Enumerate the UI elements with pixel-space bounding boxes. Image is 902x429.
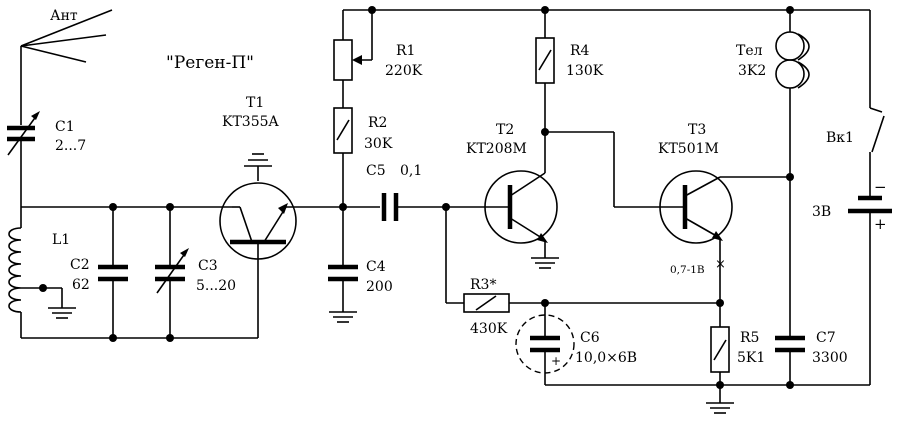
- antenna-label: Ант: [50, 8, 78, 24]
- t3-ref: T3: [688, 122, 706, 138]
- r3-value: 430K: [470, 321, 508, 337]
- c4-value: 200: [366, 279, 393, 295]
- capacitor-c3: [155, 207, 189, 338]
- c5-ref: C5: [366, 163, 386, 179]
- r1-value: 220K: [385, 63, 423, 79]
- r5-value: 5K1: [737, 350, 765, 366]
- c6-value: 10,0×6B: [575, 350, 637, 366]
- resistor-r5: [706, 326, 734, 414]
- r1-ref: R1: [396, 43, 415, 59]
- headphone-tel: [775, 10, 810, 177]
- capacitor-c4: [328, 207, 358, 323]
- switch-vk1: [869, 107, 885, 196]
- antenna: [20, 9, 113, 125]
- t2-value: KT208M: [466, 141, 527, 157]
- circuit-title: "Реген-П": [166, 53, 254, 73]
- break-mark: ×: [715, 257, 726, 272]
- r5-ref: R5: [740, 330, 759, 346]
- c3-value: 5...20: [196, 278, 236, 294]
- r3-ref: R3*: [470, 277, 496, 293]
- l1-ref: L1: [52, 232, 70, 248]
- battery-plus: +: [874, 215, 887, 233]
- capacitor-c6: +: [515, 303, 575, 385]
- t3-emitter-annotation: 0,7-1B: [670, 264, 705, 276]
- c4-ref: C4: [366, 259, 386, 275]
- transistor-t1: [219, 153, 297, 338]
- capacitor-c1: [7, 111, 40, 207]
- c3-ref: C3: [198, 258, 218, 274]
- capacitor-c5: [381, 193, 488, 221]
- r4-ref: R4: [570, 43, 590, 59]
- c1-ref: C1: [55, 119, 75, 135]
- resistor-r3: [445, 207, 720, 313]
- resistor-r4: [535, 10, 555, 132]
- battery-minus: −: [874, 178, 887, 196]
- c6-plus-sign: +: [551, 354, 561, 368]
- c2-ref: C2: [70, 257, 90, 273]
- t1-ref: T1: [246, 95, 264, 111]
- transistor-t3: [659, 170, 790, 327]
- c6-ref: C6: [580, 330, 600, 346]
- tel-ref: Тел: [736, 43, 763, 59]
- capacitor-c2: [98, 207, 128, 338]
- battery: [848, 195, 892, 385]
- r2-ref: R2: [368, 115, 387, 131]
- switch-ref: Вк1: [826, 130, 854, 146]
- resistor-r2: [333, 107, 353, 207]
- tel-value: 3K2: [738, 63, 766, 79]
- resistor-r1: [333, 10, 373, 108]
- c7-value: 3300: [812, 350, 848, 366]
- t3-value: KT501M: [658, 141, 719, 157]
- c1-value: 2...7: [55, 138, 86, 154]
- r4-value: 130K: [566, 63, 604, 79]
- c5-value: 0,1: [400, 163, 422, 179]
- inductor-l1: [8, 207, 76, 338]
- battery-value: 3B: [812, 204, 831, 220]
- transistor-t2: [484, 132, 559, 269]
- r2-value: 30K: [364, 136, 393, 152]
- c7-ref: C7: [816, 330, 836, 346]
- t2-ref: T2: [496, 122, 514, 138]
- c2-value: 62: [72, 277, 90, 293]
- t1-value: KT355A: [222, 114, 280, 130]
- capacitor-c7: [775, 177, 805, 385]
